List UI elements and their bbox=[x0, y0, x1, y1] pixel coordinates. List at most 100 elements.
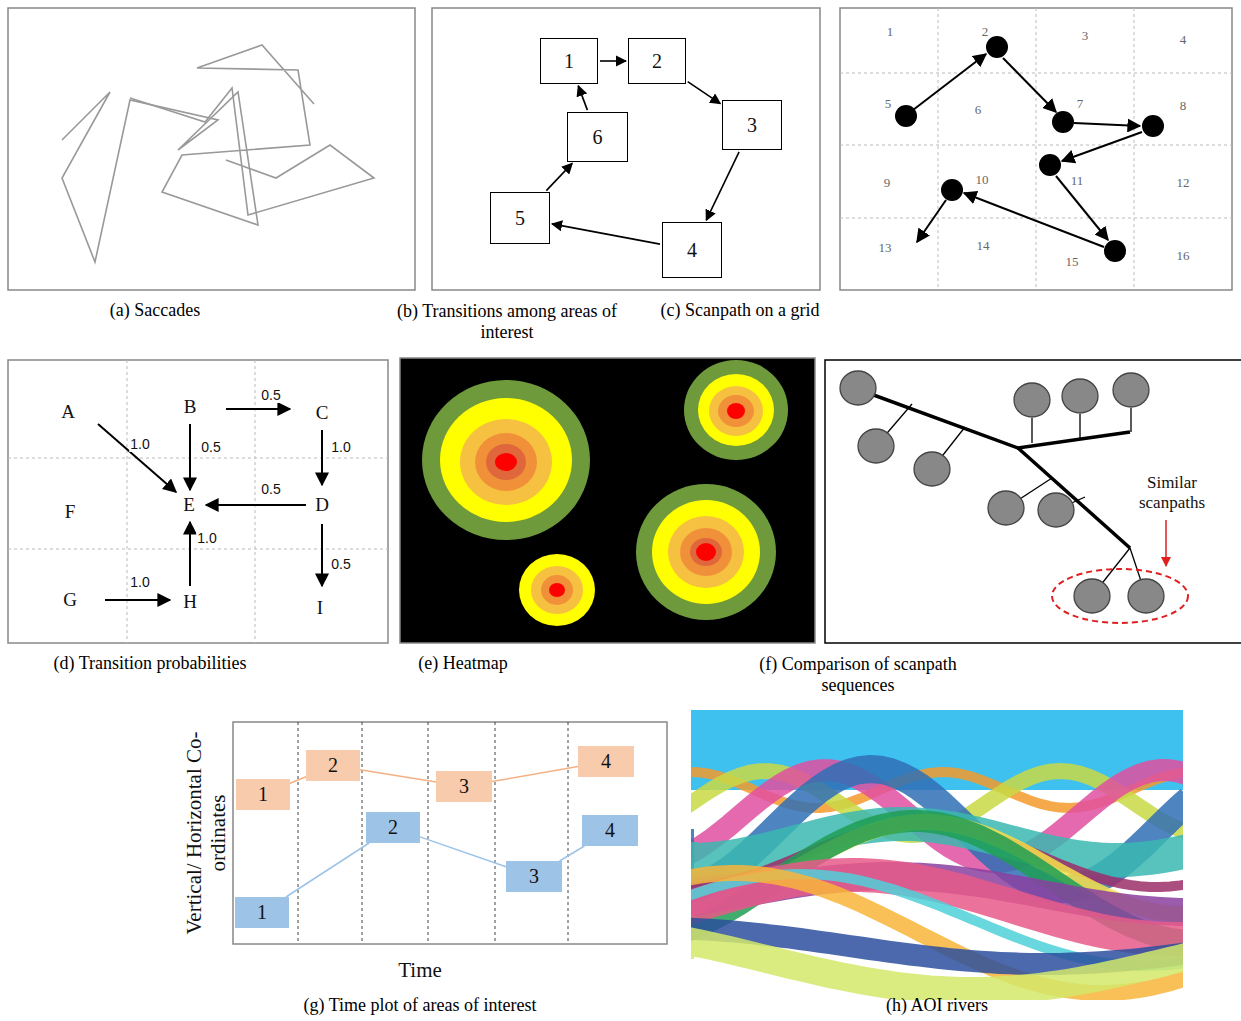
similarity-ring bbox=[1052, 569, 1188, 623]
panel-frame bbox=[432, 8, 820, 290]
time-aoi-box: 3 bbox=[436, 771, 492, 802]
river-band bbox=[691, 873, 1183, 993]
callout-note: Similar scanpaths bbox=[1117, 473, 1227, 512]
grid-number: 4 bbox=[1180, 33, 1187, 48]
aoi-number: 2 bbox=[328, 754, 338, 777]
node-letter: G bbox=[63, 589, 77, 611]
time-grid bbox=[298, 722, 568, 944]
panel-caption: (e) Heatmap bbox=[418, 653, 507, 674]
transition-arrow bbox=[546, 163, 572, 190]
time-link bbox=[286, 843, 369, 897]
panel-frame bbox=[8, 8, 415, 290]
aoi-number: 4 bbox=[601, 750, 611, 773]
node-letter: F bbox=[65, 501, 76, 523]
grid-number: 16 bbox=[1177, 249, 1190, 264]
panel-caption: (d) Transition probabilities bbox=[54, 653, 247, 674]
panel-frame bbox=[8, 360, 388, 643]
time-link bbox=[290, 777, 306, 784]
aoi-box: 2 bbox=[628, 38, 686, 84]
fixation-dots bbox=[895, 36, 1164, 262]
cluster-tree bbox=[860, 390, 1146, 596]
heatmap-blobs bbox=[422, 360, 788, 626]
probability-label: 1.0 bbox=[129, 436, 150, 452]
aoi-rivers bbox=[691, 710, 1183, 1000]
grid-lines bbox=[840, 8, 1232, 290]
grid-number: 8 bbox=[1180, 99, 1187, 114]
saccade-path bbox=[130, 88, 374, 215]
time-link bbox=[560, 846, 585, 861]
panel-caption: (c) Scanpath on a grid bbox=[661, 300, 820, 321]
aoi-box: 5 bbox=[490, 192, 550, 244]
grid-lines bbox=[8, 360, 388, 643]
time-link bbox=[492, 766, 578, 781]
time-aoi-box: 4 bbox=[582, 815, 638, 846]
panel-frame bbox=[233, 722, 667, 944]
axis-label: Time bbox=[398, 958, 442, 982]
aoi-number: 1 bbox=[257, 901, 267, 924]
probability-label: 1.0 bbox=[330, 439, 351, 455]
node-letter: C bbox=[316, 402, 329, 424]
probability-label: 1.0 bbox=[129, 574, 150, 590]
aoi-number: 1 bbox=[564, 50, 574, 73]
time-aoi-box: 2 bbox=[306, 750, 360, 781]
panel-caption: (h) AOI rivers bbox=[886, 995, 988, 1016]
time-aoi-box: 1 bbox=[235, 897, 289, 928]
aoi-box: 6 bbox=[567, 112, 628, 162]
node-letter: I bbox=[317, 597, 323, 619]
aoi-number: 2 bbox=[652, 50, 662, 73]
grid-number: 1 bbox=[887, 25, 894, 40]
transition-arrow bbox=[552, 224, 660, 244]
transition-arrow bbox=[578, 86, 587, 110]
grid-number: 6 bbox=[975, 103, 982, 118]
aoi-box: 3 bbox=[722, 100, 782, 150]
transition-arrow bbox=[600, 60, 626, 62]
probability-label: 0.5 bbox=[330, 556, 351, 572]
panel-caption: (g) Time plot of areas of interest bbox=[304, 995, 537, 1016]
scanpath-nodes bbox=[840, 371, 1164, 613]
aoi-number: 3 bbox=[459, 775, 469, 798]
aoi-number: 3 bbox=[529, 865, 539, 888]
panel-caption: (a) Saccades bbox=[110, 300, 200, 321]
node-letter: B bbox=[184, 396, 197, 418]
node-letter: H bbox=[183, 591, 197, 613]
transition-arrow bbox=[706, 152, 739, 220]
node-letter: A bbox=[61, 401, 75, 423]
time-aoi-box: 1 bbox=[236, 779, 290, 810]
aoi-number: 4 bbox=[687, 239, 697, 262]
grid-number: 2 bbox=[982, 25, 989, 40]
node-letter: D bbox=[315, 494, 329, 516]
grid-number: 15 bbox=[1066, 255, 1079, 270]
panel-frame bbox=[840, 8, 1232, 290]
heatmap-panel bbox=[400, 358, 815, 643]
aoi-number: 2 bbox=[388, 816, 398, 839]
time-aoi-box: 3 bbox=[506, 861, 562, 892]
time-aoi-box: 2 bbox=[366, 812, 420, 843]
aoi-number: 1 bbox=[258, 783, 268, 806]
leader-line bbox=[1165, 520, 1167, 566]
grid-number: 10 bbox=[976, 173, 989, 188]
time-link bbox=[420, 837, 506, 867]
saccade-path bbox=[62, 45, 314, 262]
grid-number: 13 bbox=[879, 241, 892, 256]
transition-arrow bbox=[688, 82, 721, 104]
grid-number: 11 bbox=[1071, 174, 1084, 189]
aoi-number: 5 bbox=[515, 207, 525, 230]
panel-caption: (f) Comparison of scanpath sequences bbox=[733, 654, 983, 695]
probability-label: 1.0 bbox=[196, 530, 217, 546]
aoi-box: 4 bbox=[662, 222, 722, 278]
aoi-number: 3 bbox=[747, 114, 757, 137]
river-band bbox=[691, 939, 1183, 991]
probability-label: 0.5 bbox=[260, 387, 281, 403]
aoi-box: 1 bbox=[540, 38, 598, 84]
time-link bbox=[360, 770, 436, 782]
grid-number: 5 bbox=[885, 97, 892, 112]
probability-label: 0.5 bbox=[200, 439, 221, 455]
aoi-number: 4 bbox=[605, 819, 615, 842]
node-letter: E bbox=[183, 494, 195, 516]
probability-arrows bbox=[98, 409, 322, 600]
grid-number: 14 bbox=[977, 239, 990, 254]
axis-label: Vertical/ Horizontal Co-ordinates bbox=[182, 728, 230, 938]
aoi-number: 6 bbox=[593, 126, 603, 149]
scanpath-arrows bbox=[913, 54, 1142, 247]
